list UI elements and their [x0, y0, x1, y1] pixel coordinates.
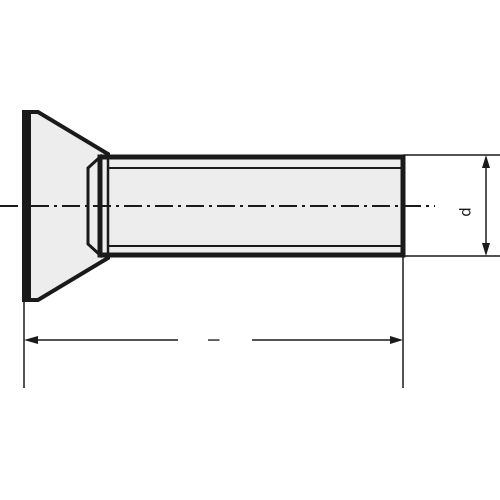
length-label: l [206, 338, 224, 342]
length-arrow-left [24, 336, 38, 344]
diameter-arrow-bottom [482, 243, 490, 256]
diameter-label: d [457, 207, 475, 217]
length-arrow-right [390, 336, 403, 344]
diameter-arrow-top [482, 155, 490, 168]
